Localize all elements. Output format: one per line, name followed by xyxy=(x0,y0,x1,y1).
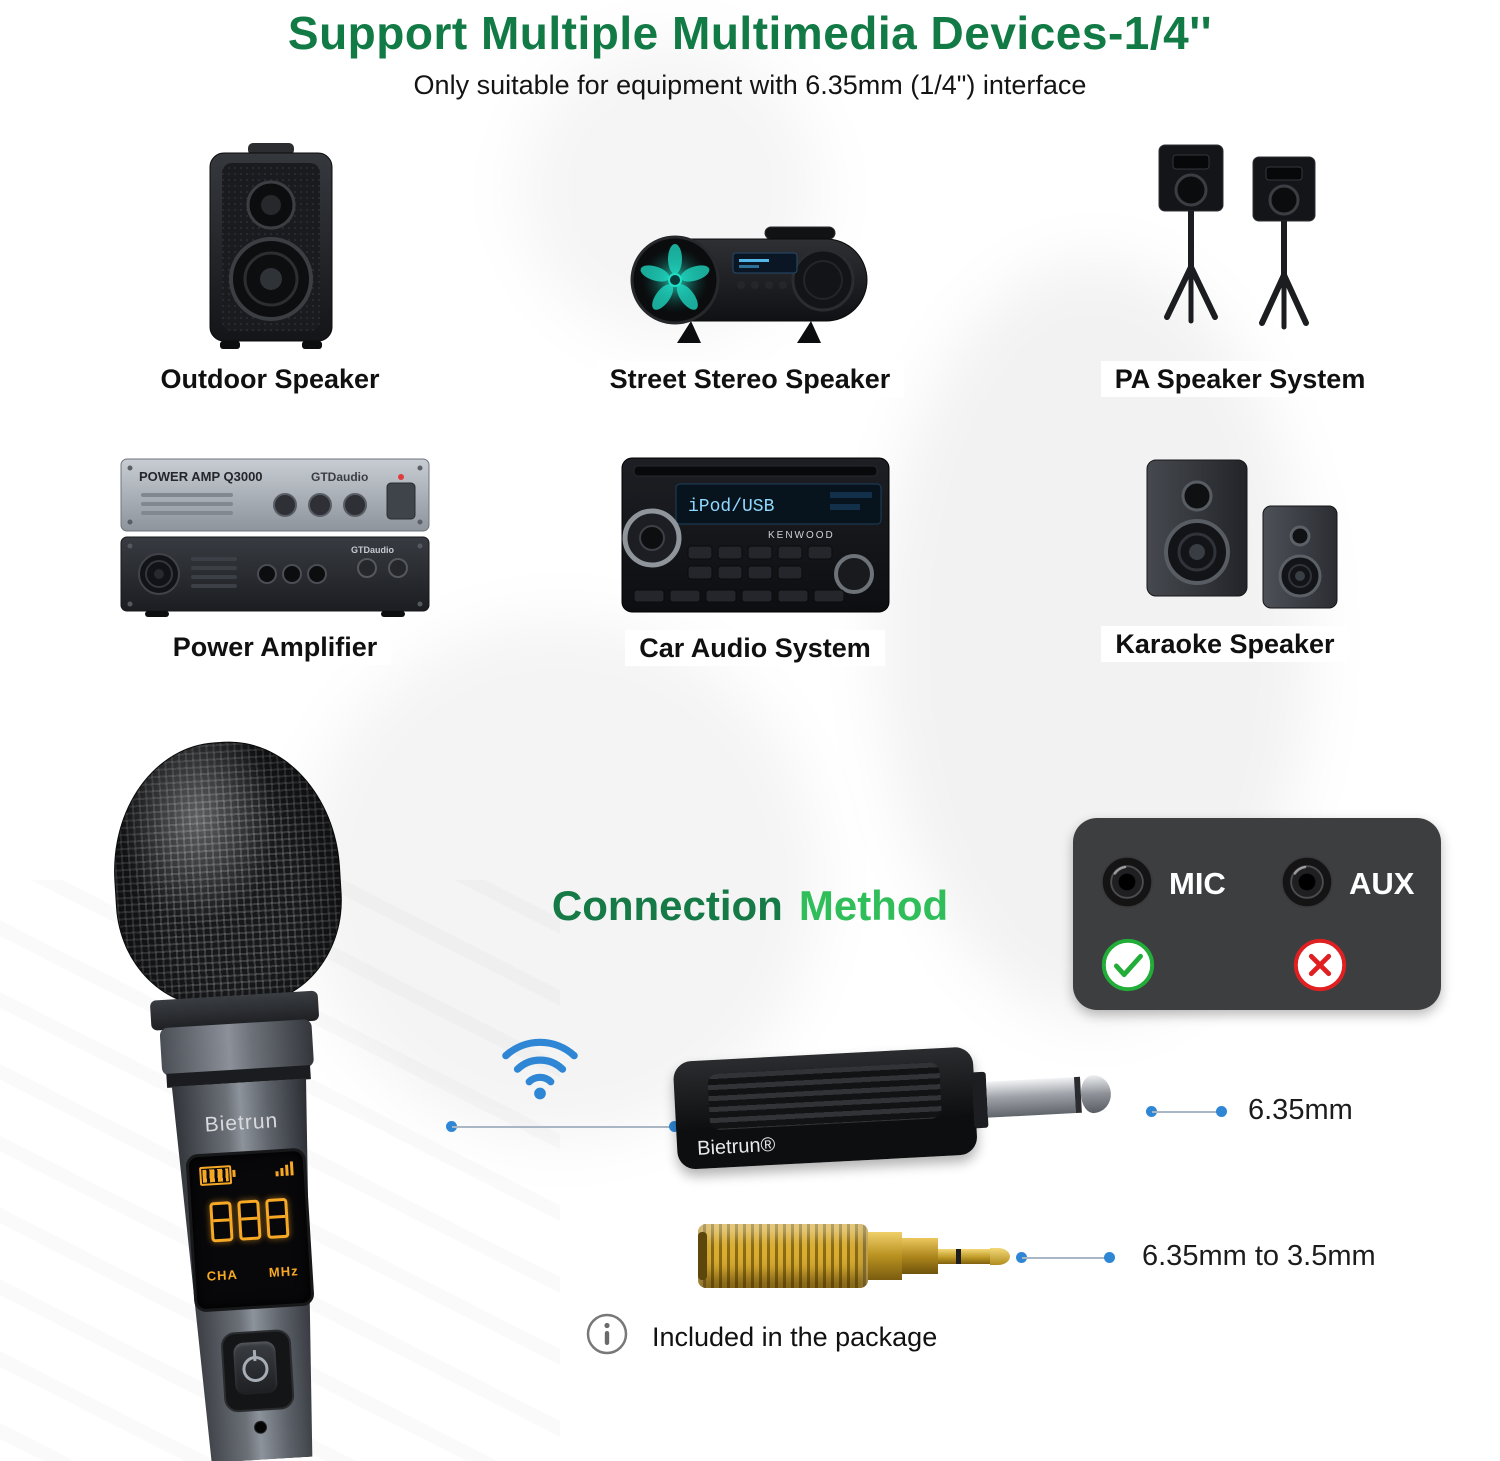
pa-speaker-system-image xyxy=(1158,144,1316,330)
channel-digits xyxy=(191,1197,307,1244)
outdoor-speaker-image xyxy=(209,142,333,349)
mic-jack-label: MIC xyxy=(1169,866,1226,901)
plug-flange xyxy=(971,1071,989,1129)
connector-dot xyxy=(1016,1252,1027,1263)
receiver-brand: Bietrun® xyxy=(696,1133,776,1160)
adapter-plug-ring xyxy=(956,1249,961,1264)
adapter-socket xyxy=(698,1232,707,1280)
wireless-receiver: Bietrun® xyxy=(672,1031,1149,1195)
microphone-display: CHA MHz xyxy=(185,1147,315,1313)
plug-shaft xyxy=(986,1077,1076,1118)
heading-word-method: Method xyxy=(798,882,949,929)
adapter-neck xyxy=(902,1238,938,1274)
receiver-body: Bietrun® xyxy=(672,1046,978,1170)
device-karaoke-speaker: Karaoke Speaker xyxy=(1080,430,1370,662)
aux-jack-label: AUX xyxy=(1349,866,1415,901)
wifi-icon xyxy=(502,1038,578,1100)
device-car-audio-system: iPod/USB KENWOOD Car Audio System xyxy=(605,432,905,666)
gold-adapter xyxy=(698,1224,1028,1290)
device-power-amplifier: POWER AMP Q3000 GTDaudio GT xyxy=(105,435,445,665)
heading-word-connection: Connection xyxy=(551,882,783,929)
connector-dot xyxy=(1104,1252,1115,1263)
frequency-label: MHz xyxy=(268,1263,300,1280)
mic-aux-panel: MIC AUX xyxy=(1073,818,1441,1010)
connector-line xyxy=(1152,1111,1222,1113)
adapter-barrel xyxy=(698,1224,868,1288)
info-icon xyxy=(586,1313,628,1355)
battery-icon xyxy=(199,1165,233,1187)
adapter-collar xyxy=(868,1232,902,1280)
page-subtitle: Only suitable for equipment with 6.35mm … xyxy=(413,70,1087,100)
connector-dot xyxy=(1146,1106,1157,1117)
connector-dot xyxy=(1216,1106,1227,1117)
connector-line xyxy=(1022,1257,1110,1259)
included-note: Included in the package xyxy=(652,1322,938,1352)
car-brand-text: KENWOOD xyxy=(768,530,835,541)
device-label: Outdoor Speaker xyxy=(146,360,394,397)
device-street-stereo-speaker: Street Stereo Speaker xyxy=(595,155,905,397)
amp-brand-text-2: GTDaudio xyxy=(351,545,394,555)
microphone-mesh-head xyxy=(106,735,349,1013)
connection-method-heading: Connection Method xyxy=(420,882,1080,930)
power-amplifier-image: POWER AMP Q3000 GTDaudio GT xyxy=(120,458,430,617)
power-button-icon xyxy=(220,1328,295,1413)
amp-brand-text: GTDaudio xyxy=(311,470,368,484)
street-stereo-speaker-image xyxy=(630,226,868,343)
connector-dot xyxy=(669,1121,680,1132)
car-display-text: iPod/USB xyxy=(688,497,775,517)
device-label: Car Audio System xyxy=(625,629,885,666)
receiver-grip-ribs xyxy=(707,1062,942,1131)
adapter-plug-shaft xyxy=(938,1249,990,1264)
device-label: Karaoke Speaker xyxy=(1101,625,1349,662)
page-title: Support Multiple Multimedia Devices-1/4'… xyxy=(287,7,1213,59)
car-audio-system-image: iPod/USB KENWOOD xyxy=(621,457,889,613)
jack-size-label: 6.35mm xyxy=(1248,1094,1353,1126)
device-label: PA Speaker System xyxy=(1100,360,1380,397)
cross-icon xyxy=(1293,938,1347,992)
signal-icon xyxy=(275,1159,294,1177)
adapter-size-label: 6.35mm to 3.5mm xyxy=(1142,1240,1376,1272)
background-watermark xyxy=(300,620,820,1140)
device-label: Street Stereo Speaker xyxy=(595,360,905,397)
adapter-plug-tip xyxy=(990,1248,1010,1265)
quarter-inch-jack-mic-icon xyxy=(1100,855,1154,909)
power-symbol-icon xyxy=(241,1355,270,1383)
wireless-microphone: Bietrun CHA MHz xyxy=(98,733,386,1461)
quarter-inch-jack-aux-icon xyxy=(1280,855,1334,909)
plug-tip xyxy=(1079,1074,1112,1114)
device-pa-speaker-system: PA Speaker System xyxy=(1100,133,1380,397)
device-label: Power Amplifier xyxy=(158,628,392,665)
connector-dot xyxy=(446,1121,457,1132)
device-outdoor-speaker: Outdoor Speaker xyxy=(146,135,394,397)
karaoke-speaker-image xyxy=(1146,459,1338,609)
amp-panel-text: POWER AMP Q3000 xyxy=(139,469,263,484)
check-icon xyxy=(1101,938,1155,992)
connector-line xyxy=(452,1126,674,1128)
channel-label: CHA xyxy=(206,1266,239,1284)
